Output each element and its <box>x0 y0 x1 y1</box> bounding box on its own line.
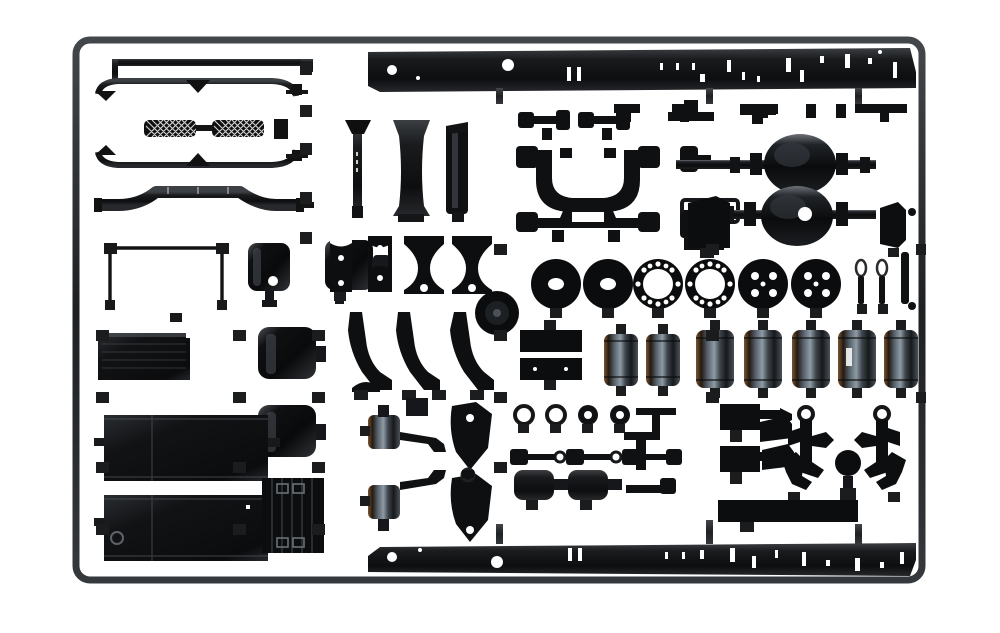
part-group-u-plates <box>368 236 492 294</box>
air-tank-7 <box>884 320 918 398</box>
part-group-leaf-springs <box>348 312 494 400</box>
part-group-grab-handles <box>104 243 229 322</box>
exhaust-heat-shield <box>446 122 468 222</box>
part-step-box-ribbed <box>262 478 324 553</box>
brake-drum-2 <box>791 259 841 318</box>
air-tank-6 <box>838 320 876 398</box>
part-group-axle-housings <box>676 134 906 258</box>
detail-cluster-right <box>854 405 906 502</box>
part-grille-inserts <box>144 119 288 139</box>
part-group-wheel-hubs <box>531 252 909 318</box>
mirror-housing-3 <box>258 327 326 379</box>
axle-housing-lower <box>724 186 876 246</box>
air-tank-2 <box>646 324 680 396</box>
hub-solid-1 <box>531 259 581 318</box>
part-group-small-rings <box>510 404 682 510</box>
sprue-connector-nubs <box>96 244 926 535</box>
canister-pair <box>514 470 622 510</box>
front-axle-beam <box>516 146 660 212</box>
panel-fuel-tank-1 <box>94 415 280 481</box>
shock-absorber-1 <box>360 405 446 452</box>
part-group-detail-clusters <box>718 404 906 532</box>
part-group-right-small-parts <box>740 104 916 310</box>
silencer-body-large <box>393 120 430 222</box>
hub-bolt-ring-2 <box>685 259 735 318</box>
sprue-outer-frame <box>72 36 926 584</box>
exhaust-stack-thin <box>345 120 371 218</box>
part-fifth-wheel-turntable <box>475 291 519 335</box>
shelf-plate <box>718 500 858 532</box>
part-group-lamp-plates <box>520 320 582 390</box>
panel-battery-box <box>98 333 190 380</box>
sprue-attachment-nubs-left <box>300 63 312 244</box>
small-rod-parts <box>854 252 909 314</box>
part-group-flat-plates <box>330 236 352 301</box>
bracket-right-tall <box>880 202 906 257</box>
sphere-knob <box>835 450 861 500</box>
link-rod-row <box>510 449 682 465</box>
part-chassis-rail-bottom <box>368 520 916 576</box>
shock-absorber-2 <box>360 470 446 531</box>
mirror-housing-1 <box>248 243 290 307</box>
hub-solid-2 <box>583 259 633 318</box>
air-tank-4 <box>744 320 782 398</box>
hub-bolt-ring-1 <box>633 259 683 318</box>
track-rod-cluster <box>516 197 660 242</box>
air-tank-5 <box>792 320 830 398</box>
panel-fuel-tank-2 <box>94 495 280 561</box>
part-chassis-rail-top <box>368 48 916 104</box>
axle-housing-upper <box>676 134 876 194</box>
air-tank-1 <box>604 324 638 396</box>
engine-ancillary-cluster <box>720 404 792 484</box>
part-group-shock-absorbers <box>360 405 446 531</box>
part-group-spring-hangers <box>406 398 492 542</box>
part-group-bumper-bars <box>94 59 314 212</box>
brake-drum-1 <box>738 259 788 318</box>
bracket-strip <box>624 408 676 494</box>
part-group-exhaust-stacks <box>345 120 468 222</box>
